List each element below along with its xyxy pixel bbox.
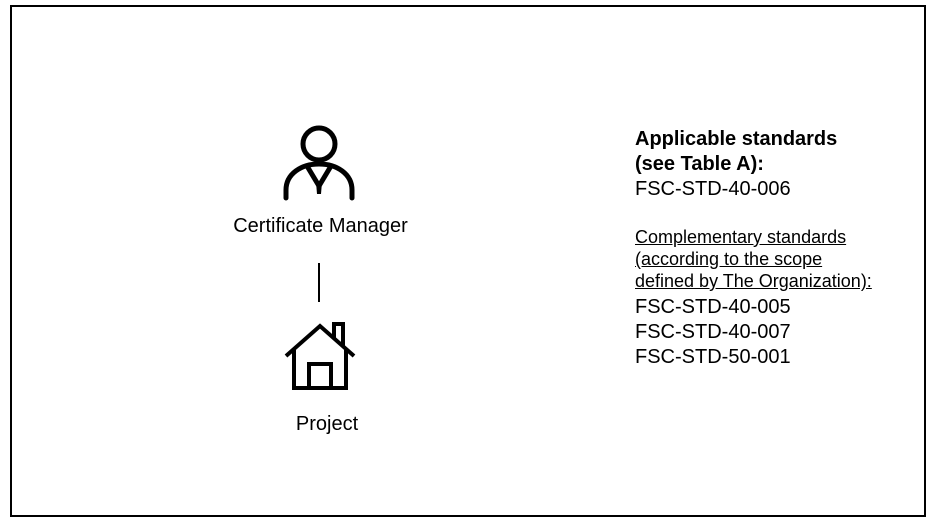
heading-line: (see Table A): (635, 153, 764, 175)
standard-code: FSC-STD-40-005 (635, 296, 791, 318)
standard-code: FSC-STD-40-007 (635, 321, 791, 343)
house-icon (284, 322, 356, 390)
certificate-manager-label: Certificate Manager (233, 215, 408, 237)
heading-line: defined by The Organization): (635, 271, 872, 291)
project-label: Project (295, 413, 359, 435)
standard-code: FSC-STD-40-006 (635, 178, 791, 200)
heading-line: (according to the scope (635, 249, 823, 269)
heading-line: Applicable standards (635, 128, 838, 150)
heading-line: Complementary standards (635, 227, 847, 247)
standards-panel: Applicable standards (see Table A): FSC-… (635, 127, 930, 370)
standard-code: FSC-STD-50-001 (635, 346, 791, 368)
complementary-standards-heading: Complementary standards (according to th… (635, 226, 930, 292)
diagram-frame: Certificate Manager Project Applicable s… (10, 5, 926, 517)
applicable-standards-heading: Applicable standards (see Table A): (635, 127, 930, 177)
connector-line (318, 263, 320, 302)
spacer (635, 202, 930, 226)
person-icon (283, 125, 355, 201)
complementary-standards-list: FSC-STD-40-005 FSC-STD-40-007 FSC-STD-50… (635, 295, 930, 370)
